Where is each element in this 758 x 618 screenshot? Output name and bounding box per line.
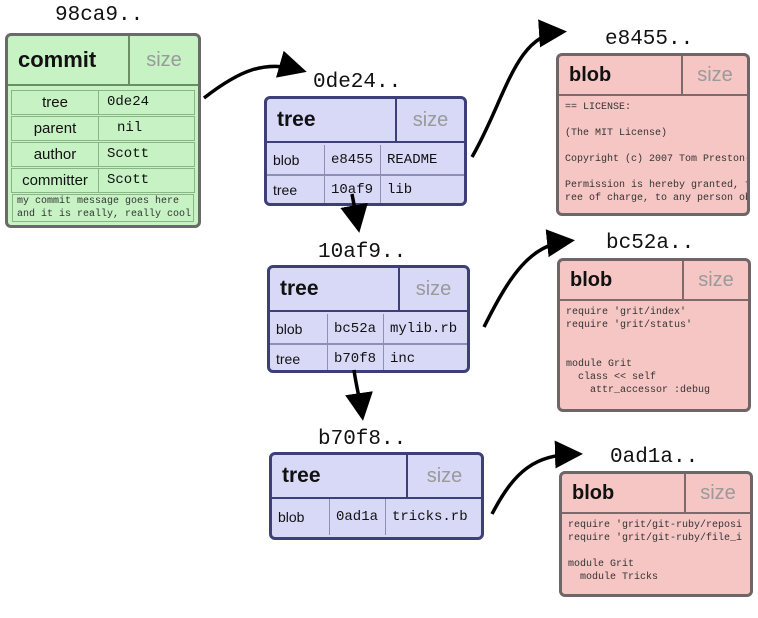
commit-row-committer: committer Scott bbox=[11, 168, 195, 193]
arrow-tree-to-blob-0ad1a bbox=[490, 440, 583, 515]
tree-header: tree size bbox=[267, 99, 464, 143]
tree-object: tree size blob e8455 README tree 10af9 l… bbox=[264, 96, 467, 206]
blob-size-label: size bbox=[697, 63, 733, 86]
blob-type-label: blob bbox=[562, 474, 686, 512]
tree-hash: 10af9.. bbox=[318, 241, 407, 264]
entry-sha: e8455 bbox=[325, 145, 381, 174]
blob-hash: e8455.. bbox=[605, 28, 694, 51]
tree-hash: 0de24.. bbox=[313, 71, 402, 94]
commit-field-label: committer bbox=[12, 169, 99, 192]
commit-row-parent: parent nil bbox=[11, 116, 195, 141]
blob-hash: 0ad1a.. bbox=[610, 446, 699, 469]
entry-sha: b70f8 bbox=[328, 345, 384, 370]
commit-row-author: author Scott bbox=[11, 142, 195, 167]
tree-header: tree size bbox=[270, 268, 467, 312]
blob-size-label: size bbox=[698, 268, 734, 291]
entry-kind: tree bbox=[267, 176, 325, 203]
entry-sha: bc52a bbox=[328, 314, 384, 343]
tree-entry: blob e8455 README bbox=[267, 145, 464, 174]
blob-header: blob size bbox=[559, 56, 747, 96]
blob-header: blob size bbox=[560, 261, 748, 301]
tree-header: tree size bbox=[272, 455, 481, 499]
commit-header: commit size bbox=[8, 36, 198, 86]
commit-field-label: author bbox=[12, 143, 99, 166]
commit-row-tree: tree 0de24 bbox=[11, 90, 195, 115]
blob-hash: bc52a.. bbox=[606, 232, 695, 255]
entry-name: mylib.rb bbox=[390, 320, 458, 337]
commit-type-label: commit bbox=[8, 36, 130, 84]
blob-size-label: size bbox=[700, 481, 736, 504]
blob-type-label: blob bbox=[559, 56, 683, 94]
commit-message-line: my commit message goes here bbox=[17, 196, 180, 207]
tree-type-label: tree bbox=[270, 268, 400, 310]
entry-name: README bbox=[387, 151, 438, 168]
commit-size-label: size bbox=[146, 48, 182, 71]
tree-hash: b70f8.. bbox=[318, 428, 407, 451]
blob-content: require 'grit/index' require 'grit/statu… bbox=[566, 307, 711, 396]
tree-type-label: tree bbox=[272, 455, 408, 497]
commit-field-label: parent bbox=[12, 117, 99, 140]
arrow-tree-to-blob-bc52a bbox=[482, 229, 575, 328]
entry-sha: 0ad1a bbox=[330, 499, 386, 535]
blob-content: require 'grit/git-ruby/reposi require 'g… bbox=[568, 520, 743, 583]
tree-object: tree size blob bc52a mylib.rb tree b70f8… bbox=[267, 265, 470, 373]
commit-object: commit size tree 0de24 parent nil author… bbox=[5, 33, 201, 228]
tree-entry: blob 0ad1a tricks.rb bbox=[272, 499, 481, 535]
commit-field-value: Scott bbox=[107, 146, 150, 162]
commit-message: my commit message goes here and it is re… bbox=[12, 194, 194, 222]
tree-size-label: size bbox=[412, 108, 449, 131]
entry-kind: blob bbox=[272, 499, 330, 535]
entry-kind: blob bbox=[267, 145, 325, 174]
blob-object: blob size require 'grit/git-ruby/reposi … bbox=[559, 471, 753, 597]
entry-name: tricks.rb bbox=[392, 509, 468, 525]
tree-size-label: size bbox=[426, 464, 463, 487]
commit-message-line: and it is really, really cool bbox=[17, 209, 192, 220]
entry-sha: 10af9 bbox=[325, 176, 381, 203]
tree-type-label: tree bbox=[267, 99, 397, 141]
blob-content: == LICENSE: (The MIT License) Copyright … bbox=[565, 102, 747, 204]
tree-object: tree size blob 0ad1a tricks.rb bbox=[269, 452, 484, 540]
arrow-commit-to-tree bbox=[202, 50, 307, 100]
tree-size-label: size bbox=[415, 277, 452, 300]
commit-field-value: 0de24 bbox=[107, 94, 150, 110]
commit-field-label: tree bbox=[12, 91, 99, 114]
commit-field-value: Scott bbox=[107, 172, 150, 188]
commit-field-value: nil bbox=[117, 120, 143, 136]
blob-object: blob size require 'grit/index' require '… bbox=[557, 258, 751, 412]
blob-object: blob size == LICENSE: (The MIT License) … bbox=[556, 53, 750, 216]
entry-name: inc bbox=[390, 350, 416, 367]
arrow-tree-to-blob-e8455 bbox=[470, 19, 567, 158]
entry-name: lib bbox=[387, 181, 413, 198]
commit-hash: 98ca9.. bbox=[55, 4, 144, 27]
arrow-tree-to-tree-b70f8 bbox=[345, 369, 373, 421]
tree-entry: tree 10af9 lib bbox=[267, 174, 464, 203]
entry-kind: tree bbox=[270, 345, 328, 370]
tree-entry: tree b70f8 inc bbox=[270, 343, 467, 370]
blob-type-label: blob bbox=[560, 261, 684, 299]
tree-entry: blob bc52a mylib.rb bbox=[270, 314, 467, 343]
arrow-tree-to-tree-10af9 bbox=[340, 193, 368, 233]
blob-header: blob size bbox=[562, 474, 750, 514]
entry-kind: blob bbox=[270, 314, 328, 343]
